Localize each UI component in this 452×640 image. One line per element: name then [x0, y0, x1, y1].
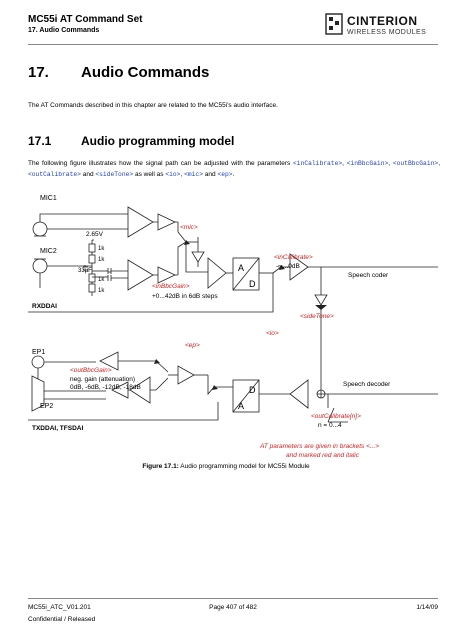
mic2-label: MIC2: [40, 248, 57, 255]
capacitor-label: 33µF: [78, 268, 92, 274]
param-in-bbc-gain: <inBbcGain>: [346, 160, 389, 167]
ad-label-d: D: [249, 279, 256, 289]
footer-rule: [28, 598, 438, 599]
ep-param-label: <ep>: [185, 342, 200, 349]
joiner: ,: [180, 171, 185, 178]
chapter-heading: 17. Audio Commands: [28, 64, 209, 81]
joiner: and: [202, 171, 218, 178]
io-label: <io>: [266, 330, 279, 337]
logo-name: CINTERION: [347, 14, 418, 28]
page-number: Page 407 of 482: [209, 604, 257, 611]
in-bbc-range-label: +0...42dB in 6dB steps: [152, 293, 218, 300]
cinterion-logo: CINTERION WIRELESS MODULES: [325, 13, 435, 43]
joiner: ,: [438, 160, 440, 167]
resistor-label-4: 1k: [98, 288, 105, 294]
logo-mark-icon: [325, 13, 343, 35]
out-calibrate-range: n = 0...4: [318, 422, 342, 429]
page-footer: MC55i_ATC_V01.201 Page 407 of 482 1/14/0…: [28, 604, 438, 628]
section-subtitle: 17. Audio Commands: [28, 27, 100, 34]
figure-caption-text: Audio programming model for MC55i Module: [180, 463, 310, 470]
mic2-symbol: [32, 258, 48, 274]
da-label-d: D: [249, 385, 256, 395]
rxddai-label: RXDDAI: [32, 303, 57, 310]
da-label-a: A: [238, 401, 244, 411]
param-out-bbc-gain: <outBbcGain>: [392, 160, 439, 167]
doc-date: 1/14/09: [416, 604, 438, 611]
document-title: MC55i AT Command Set: [28, 14, 143, 25]
joiner: and: [80, 171, 96, 178]
joiner: as well as: [133, 171, 166, 178]
note-line-2: and marked red and italic: [286, 452, 360, 459]
section-number: 17.1: [28, 134, 52, 148]
speech-decoder-label: Speech decoder: [343, 381, 391, 388]
param-out-calibrate: <outCalibrate>: [28, 171, 81, 178]
param-mic: <mic>: [184, 171, 203, 178]
joiner: ,: [342, 160, 347, 167]
chapter-title: Audio Commands: [81, 64, 210, 81]
joiner: .: [232, 171, 235, 178]
resistor-label-2: 1k: [98, 257, 105, 263]
mic1-symbol: [32, 221, 48, 237]
chapter-intro: The AT Commands described in this chapte…: [28, 102, 278, 109]
ep2-label: EP2: [40, 403, 53, 410]
chapter-number: 17.: [28, 64, 49, 81]
out-bbc-gain-label: <outBbcGain>: [70, 367, 112, 374]
ad-label-a: A: [238, 263, 244, 273]
doc-id: MC55i_ATC_V01.201: [28, 604, 91, 611]
resistor-label-3: 1k: [98, 277, 105, 283]
section-title: Audio programming model: [81, 134, 235, 148]
in-bbc-gain-label: <inBbcGain>: [152, 283, 190, 290]
ep1-label: EP1: [32, 349, 45, 356]
out-calibrate-label: <outCalibrate[n]>: [311, 413, 361, 420]
note-line-1: AT parameters are given in brackets <...…: [259, 443, 379, 450]
figure-caption: Figure 17.1: Audio programming model for…: [0, 463, 452, 470]
ep2-speaker-icon: [31, 375, 45, 412]
in-calibrate-range: -∞...0dB: [276, 263, 300, 270]
joiner: ,: [388, 160, 393, 167]
param-in-calibrate: <inCalibrate>: [293, 160, 343, 167]
param-io: <io>: [165, 171, 181, 178]
param-side-tone: <sideTone>: [95, 171, 134, 178]
mic1-label: MIC1: [40, 195, 57, 202]
section-heading: 17.1 Audio programming model: [28, 134, 234, 148]
mic-param-label: <mic>: [180, 224, 198, 231]
in-calibrate-label: <inCalibrate>: [274, 254, 313, 261]
out-gain-line-1: neg. gain (attenuation): [70, 376, 135, 383]
in-bbc-gain-amp: [207, 257, 227, 289]
figure-number: Figure 17.1:: [142, 463, 179, 470]
confidential-label: Confidential / Released: [28, 616, 96, 623]
voltage-label: 2.65V: [86, 231, 104, 238]
section-paragraph: The following figure illustrates how the…: [28, 158, 440, 180]
param-ep: <ep>: [217, 171, 233, 178]
txddai-label: TXDDAI, TFSDAI: [32, 425, 83, 432]
para-prefix: The following figure illustrates how the…: [28, 160, 291, 167]
header-rule: [28, 44, 438, 45]
out-gain-line-2: 0dB, -6dB, -12dB, -18dB: [70, 384, 141, 391]
side-tone-label: <sideTone>: [300, 313, 334, 320]
mic1-amp-2: [157, 213, 176, 231]
resistor-label-1: 1k: [98, 246, 105, 252]
speech-coder-label: Speech coder: [348, 272, 389, 279]
audio-programming-model-diagram: MIC1 MIC2 2.65V 1k 1k 33µF 1k 1k <mic> <…: [28, 195, 438, 459]
logo-tagline: WIRELESS MODULES: [347, 29, 427, 36]
